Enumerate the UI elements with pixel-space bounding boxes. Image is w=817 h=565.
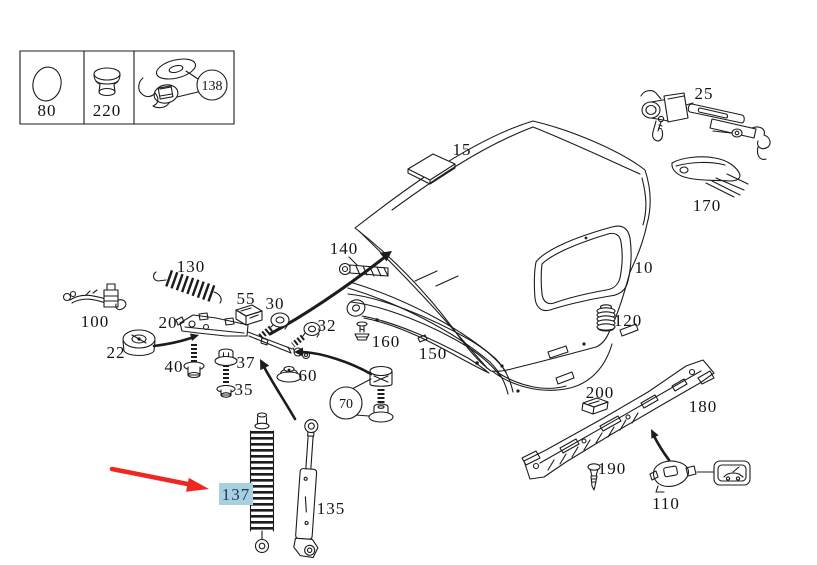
- part-label-15[interactable]: 15: [453, 140, 472, 159]
- screw-32-drawing: [291, 321, 321, 348]
- oval-gasket-icon: [32, 66, 62, 102]
- part-label-32[interactable]: 32: [318, 316, 337, 335]
- pad-15-drawing: [407, 153, 456, 185]
- trunk-symbol-plate: [713, 460, 751, 486]
- grommet-60-drawing: [276, 365, 302, 383]
- strut-135-drawing: [293, 419, 319, 559]
- bolt-40-drawing: [183, 344, 205, 379]
- part-label-40[interactable]: 40: [165, 357, 184, 376]
- spring-137-drawing: [249, 412, 275, 554]
- screw-35-drawing: [216, 365, 236, 398]
- part-label-200[interactable]: 200: [586, 383, 615, 402]
- part-label-100[interactable]: 100: [81, 312, 110, 331]
- buffer-22-drawing: [122, 329, 156, 357]
- legend-label-220[interactable]: 220: [93, 101, 122, 120]
- seal-frame-drawing: [346, 281, 514, 395]
- part-label-30[interactable]: 30: [266, 294, 285, 313]
- clip-55-drawing: [235, 304, 263, 326]
- bracket-200-drawing: [581, 397, 609, 415]
- part-label-140[interactable]: 140: [330, 239, 359, 258]
- part-label-110[interactable]: 110: [652, 494, 680, 513]
- stud-30-drawing: [258, 312, 290, 340]
- arrow-switch-to-crossmember: [651, 429, 671, 462]
- part-label-35[interactable]: 35: [235, 380, 254, 399]
- arrow-thumbscrew-to-rod: [294, 347, 373, 376]
- cable-100-drawing: [62, 283, 127, 311]
- lock-assembly-drawing: [640, 90, 771, 160]
- trunk-lid-drawing: [354, 120, 651, 393]
- part-label-20[interactable]: 20: [159, 313, 178, 332]
- arrow-buffer-to-latch: [152, 333, 199, 348]
- part-label-55[interactable]: 55: [237, 289, 256, 308]
- screw-190-drawing: [587, 463, 601, 491]
- clip-160-drawing: [354, 321, 370, 341]
- plug-grommet-icon: [93, 67, 121, 97]
- part-label-150[interactable]: 150: [419, 344, 448, 363]
- part-labels: 80 220 138 15 25 170 10 140 130 100 20 5…: [38, 79, 722, 518]
- highlight-box-137: [219, 483, 253, 505]
- buffer-120-drawing: [596, 304, 616, 332]
- part-label-170[interactable]: 170: [693, 196, 722, 215]
- red-pointer-arrow: [109, 466, 209, 492]
- part-label-60[interactable]: 60: [299, 366, 318, 385]
- arrow-strut-to-latch: [260, 359, 297, 421]
- part-label-70[interactable]: 70: [339, 397, 353, 412]
- part-label-25[interactable]: 25: [695, 84, 714, 103]
- part-label-22[interactable]: 22: [107, 343, 126, 362]
- legend-label-138[interactable]: 138: [202, 79, 223, 94]
- bracket-170-drawing: [671, 156, 749, 198]
- thumbscrew-70-drawing: [351, 365, 394, 423]
- part-label-135[interactable]: 135: [317, 499, 346, 518]
- part-label-190[interactable]: 190: [598, 459, 627, 478]
- part-label-120[interactable]: 120: [614, 311, 643, 330]
- circled-number-badge-70: [329, 386, 363, 420]
- switch-110-drawing: [649, 460, 715, 493]
- legend-box: [19, 50, 235, 125]
- spring-130-drawing: [153, 269, 222, 304]
- circled-number-badge: [196, 69, 228, 101]
- crossmember-drawing: [521, 359, 715, 480]
- part-label-130[interactable]: 130: [177, 257, 206, 276]
- part-label-180[interactable]: 180: [689, 397, 718, 416]
- part-label-37[interactable]: 37: [237, 353, 256, 372]
- trunk-open-icon: [723, 466, 744, 481]
- washer-and-nut-icon: [138, 58, 197, 109]
- legend-label-80[interactable]: 80: [38, 101, 57, 120]
- part-label-137-highlighted[interactable]: 137: [222, 485, 251, 504]
- part-label-10[interactable]: 10: [635, 258, 654, 277]
- part-label-160[interactable]: 160: [372, 332, 401, 351]
- nut-37-drawing: [214, 348, 238, 367]
